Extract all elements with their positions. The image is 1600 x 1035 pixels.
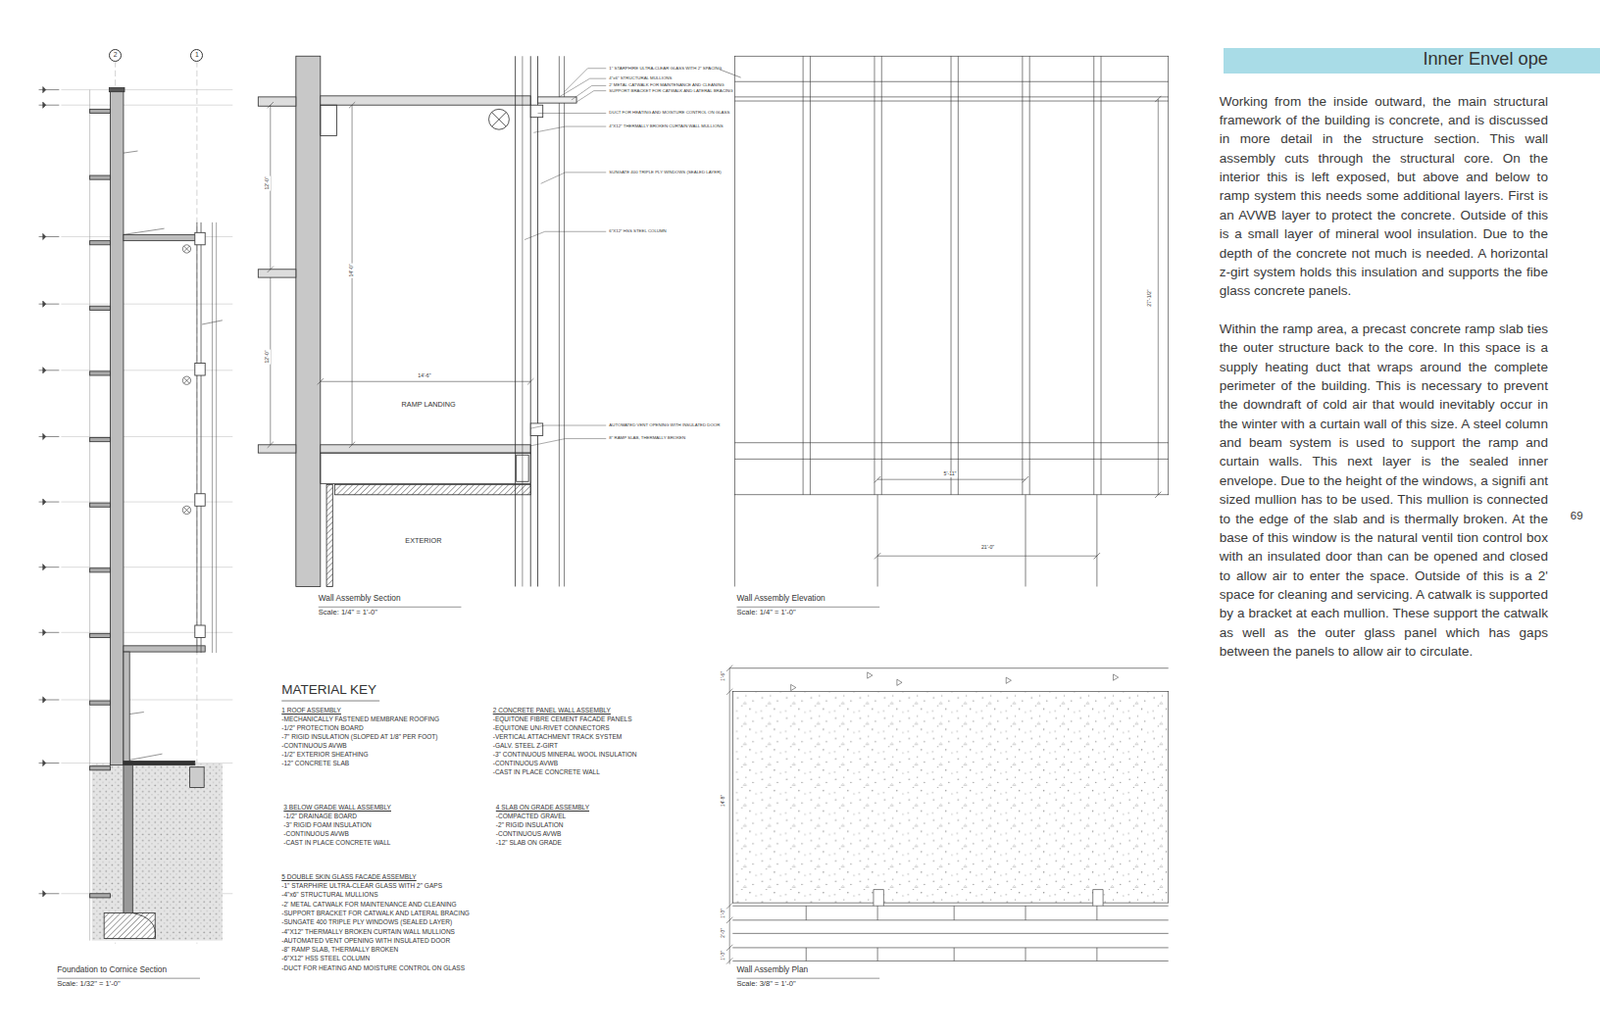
key-item: -DUCT FOR HEATING AND MOISTURE CONTROL O… bbox=[281, 964, 465, 973]
key-heading: 5 DOUBLE SKIN GLASS FACADE ASSEMBLY bbox=[281, 873, 416, 882]
key-heading: 1 ROOF ASSEMBLY bbox=[281, 706, 342, 715]
wall-assembly-section bbox=[257, 55, 606, 607]
dimension: 1'-6" bbox=[720, 670, 726, 682]
page-title: Inner Envel ope bbox=[1422, 49, 1549, 70]
grid-bubble: 2 bbox=[108, 49, 122, 62]
drawing-title: Wall Assembly Section bbox=[318, 594, 401, 604]
callout-note: 8" RAMP SLAB, THERMALLY BROKEN bbox=[608, 435, 686, 441]
page-number: 69 bbox=[1570, 509, 1584, 523]
foundation-section bbox=[39, 60, 234, 944]
key-heading: 4 SLAB ON GRADE ASSEMBLY bbox=[496, 803, 590, 812]
dimension: 1'-0" bbox=[720, 950, 726, 962]
key-item: -4"X12" THERMALLY BROKEN CURTAIN WALL MU… bbox=[281, 928, 455, 937]
drawing-title: Wall Assembly Elevation bbox=[736, 594, 825, 604]
callout-note: 6"X12" HSS STEEL COLUMN bbox=[608, 228, 666, 234]
grid-bubble: 1 bbox=[190, 49, 203, 62]
key-item: -8" RAMP SLAB, THERMALLY BROKEN bbox=[281, 946, 399, 954]
key-item: -2" RIGID INSULATION bbox=[496, 821, 564, 830]
key-item: -12" CONCRETE SLAB bbox=[281, 759, 350, 768]
key-item: -CONTINUOUS AVWB bbox=[496, 830, 561, 839]
dimension: 27'-1/2" bbox=[1147, 288, 1153, 308]
dimension: 5'-11" bbox=[943, 471, 958, 478]
callout-note: AUTOMATED VENT OPENING WITH INSULATED DO… bbox=[608, 422, 720, 428]
key-item: -CONTINUOUS AVWB bbox=[493, 759, 558, 768]
key-title: MATERIAL KEY bbox=[281, 682, 377, 699]
key-item: -1/2" EXTERIOR SHEATHING bbox=[281, 750, 368, 759]
key-item: -SUNGATE 400 TRIPLE PLY WINDOWS (SEALED … bbox=[281, 918, 452, 927]
dimension: 14'-6" bbox=[416, 373, 432, 380]
key-item: -GALV. STEEL Z-GIRT bbox=[493, 742, 558, 750]
key-item: -EQUITONE FIBRE CEMENT FACADE PANELS bbox=[493, 715, 633, 724]
scale-note: Scale: 1/32" = 1'-0" bbox=[56, 980, 120, 990]
key-item: -CAST IN PLACE CONCRETE WALL bbox=[493, 768, 600, 777]
body-paragraph: Within the ramp area, a precast concrete… bbox=[1219, 319, 1549, 661]
key-item: -3" CONTINUOUS MINERAL WOOL INSULATION bbox=[493, 750, 638, 759]
dimension: 14'-8" bbox=[720, 794, 726, 808]
dimension: 1'-0" bbox=[720, 907, 726, 919]
key-item: -EQUITONE UNI-RIVET CONNECTORS bbox=[493, 724, 610, 733]
callout-note: 1" STARPHIRE ULTRA-CLEAR GLASS WITH 2" S… bbox=[608, 65, 722, 71]
key-item: -3" RIGID FOAM INSULATION bbox=[283, 821, 372, 830]
key-item: -6"X12" HSS STEEL COLUMN bbox=[281, 954, 370, 963]
key-item: -CONTINUOUS AVWB bbox=[281, 742, 347, 750]
wall-assembly-plan bbox=[726, 665, 1169, 980]
drawing-title: Foundation to Cornice Section bbox=[56, 965, 167, 976]
body-paragraph: Working from the inside outward, the mai… bbox=[1219, 92, 1549, 301]
key-item: -2' METAL CATWALK FOR MAINTENANCE AND CL… bbox=[281, 900, 456, 909]
key-item: -1/2" DRAINAGE BOARD bbox=[283, 812, 357, 821]
grid-number: 2 bbox=[113, 51, 118, 59]
key-item: -AUTOMATED VENT OPENING WITH INSULATED D… bbox=[281, 937, 450, 946]
key-item: -COMPACTED GRAVEL bbox=[496, 812, 566, 821]
key-heading: 3 BELOW GRADE WALL ASSEMBLY bbox=[283, 803, 392, 812]
key-item: -MECHANICALLY FASTENED MEMBRANE ROOFING bbox=[281, 715, 440, 724]
key-item: -7" RIGID INSULATION (SLOPED AT 1/8" PER… bbox=[281, 733, 438, 742]
key-item: -4"x6" STRUCTURAL MULLIONS bbox=[281, 891, 378, 900]
key-item: -CONTINUOUS AVWB bbox=[283, 830, 349, 839]
callout-note: 4"X12" THERMALLY BROKEN CURTAIN WALL MUL… bbox=[608, 123, 723, 129]
callout-note: 2' METAL CATWALK FOR MAINTENANCE AND CLE… bbox=[608, 82, 724, 88]
grid-number: 1 bbox=[195, 51, 200, 59]
body-text: Working from the inside outward, the mai… bbox=[1219, 92, 1549, 681]
callout-note: SUNGATE 400 TRIPLE PLY WINDOWS (SEALED L… bbox=[608, 169, 721, 175]
key-item: -CAST IN PLACE CONCRETE WALL bbox=[283, 839, 391, 848]
callout-note: 4"x6" STRUCTURAL MULLIONS bbox=[608, 75, 672, 81]
scale-note: Scale: 3/8" = 1'-0" bbox=[736, 980, 796, 990]
dimension: 12'-0" bbox=[264, 350, 271, 365]
key-item: -1/2" PROTECTION BOARD bbox=[281, 724, 363, 733]
key-item: -1" STARPHIRE ULTRA-CLEAR GLASS WITH 2" … bbox=[281, 882, 443, 891]
scale-note: Scale: 1/4" = 1'-0" bbox=[736, 608, 796, 618]
dimension: 21'-0" bbox=[980, 545, 996, 551]
key-item: -VERTICAL ATTACHMENT TRACK SYSTEM bbox=[493, 733, 623, 742]
key-heading: 2 CONCRETE PANEL WALL ASSEMBLY bbox=[493, 706, 611, 715]
callout-note: DUCT FOR HEATING AND MOISTURE CONTROL ON… bbox=[608, 109, 730, 115]
dimension: 14'-0" bbox=[349, 262, 355, 278]
scale-note: Scale: 1/4" = 1'-0" bbox=[318, 608, 378, 618]
wall-assembly-elevation bbox=[719, 55, 1169, 607]
dimension: 12'-0" bbox=[264, 176, 271, 192]
space-label: RAMP LANDING bbox=[400, 400, 457, 409]
space-label: EXTERIOR bbox=[403, 536, 443, 545]
dimension: 2'-0" bbox=[720, 928, 726, 940]
callout-note: SUPPORT BRACKET FOR CATWALK AND LATERAL … bbox=[608, 88, 733, 94]
key-item: -12" SLAB ON GRADE bbox=[496, 839, 562, 848]
drawing-title: Wall Assembly Plan bbox=[736, 965, 808, 976]
key-item: -SUPPORT BRACKET FOR CATWALK AND LATERAL… bbox=[281, 909, 470, 918]
